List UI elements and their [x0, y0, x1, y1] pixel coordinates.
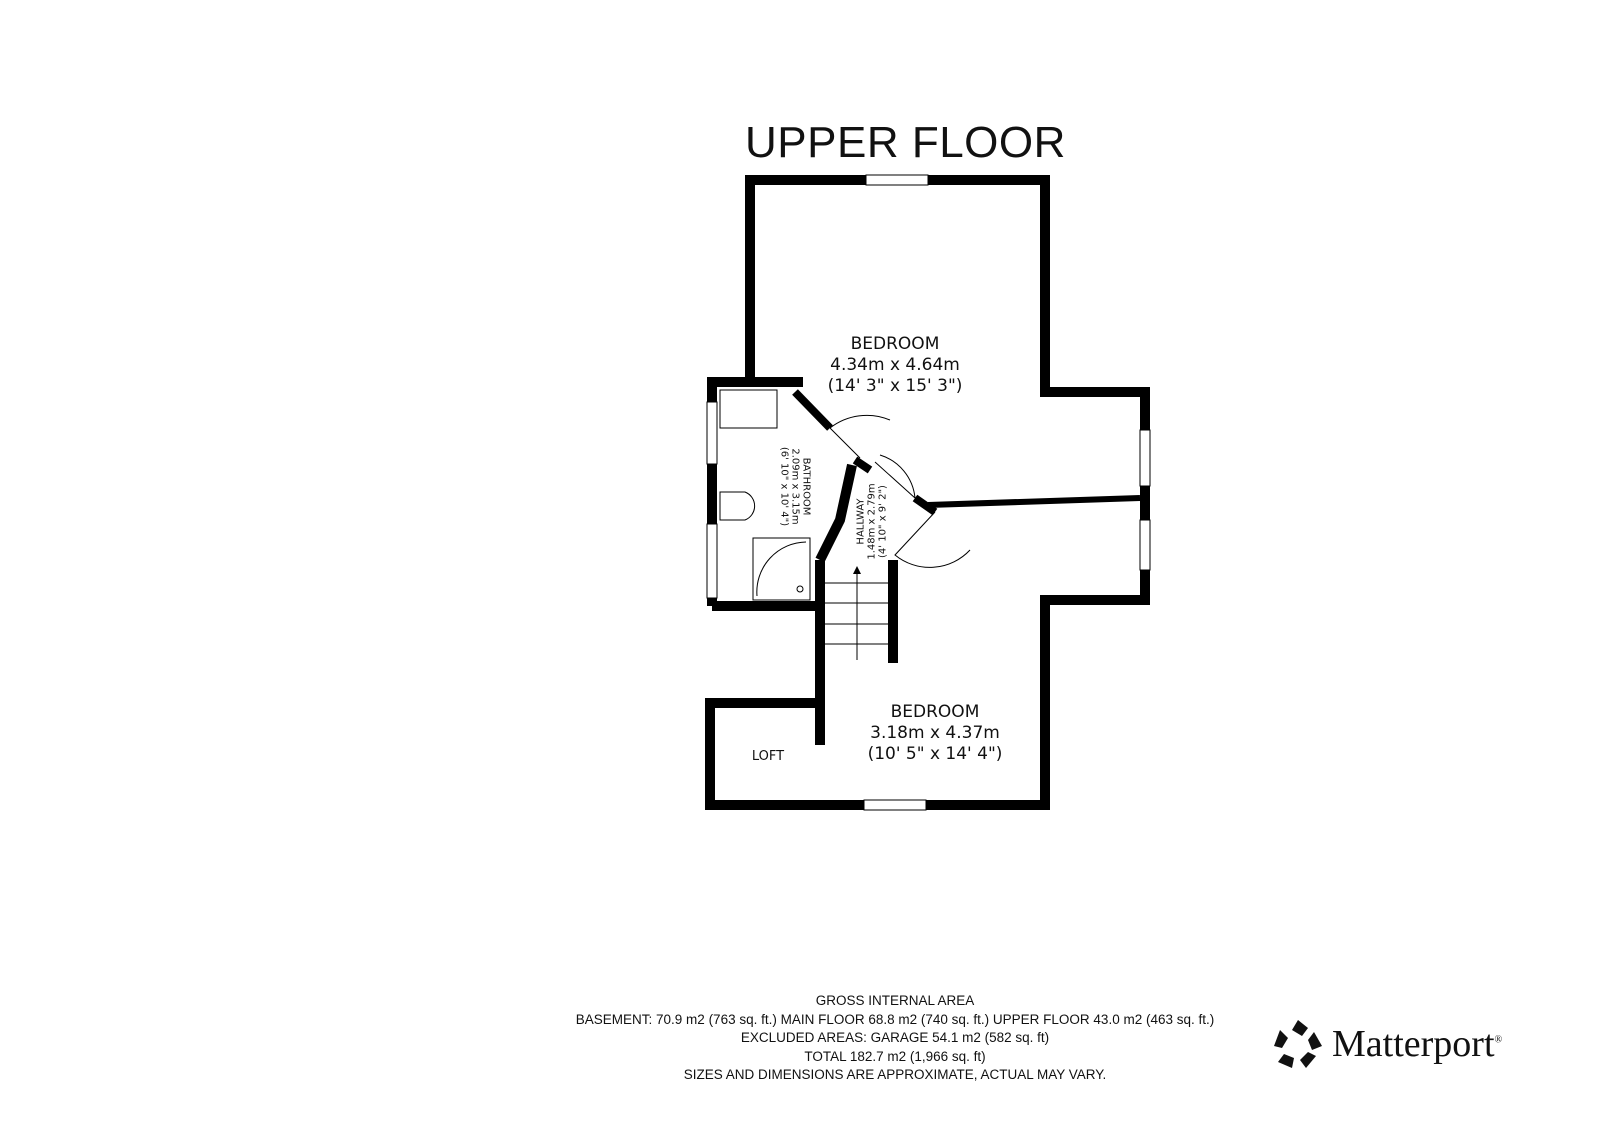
stair-arrow-icon: [853, 566, 861, 574]
room-name: HALLWAY: [855, 498, 867, 545]
matterport-wordmark: Matterport®: [1332, 1022, 1502, 1066]
matterport-mark-icon: [1274, 1020, 1322, 1068]
logo-text: Matterport: [1332, 1023, 1495, 1065]
area-heading: GROSS INTERNAL AREA: [815, 993, 975, 1008]
windows: [706, 174, 1151, 811]
area-summary: GROSS INTERNAL AREA BASEMENT: 70.9 m2 (7…: [560, 992, 1230, 1085]
room-metric: 3.18m x 4.37m: [870, 723, 1000, 743]
matterport-logo: Matterport®: [1272, 1018, 1502, 1070]
room-label-bedroom-1: BEDROOM 4.34m x 4.64m (14' 3" x 15' 3"): [820, 334, 970, 397]
room-metric: 1.48m x 2.79m: [866, 483, 878, 560]
floor-title: UPPER FLOOR: [745, 118, 1066, 167]
stairs: [823, 570, 890, 660]
area-total: TOTAL 182.7 m2 (1,966 sq. ft): [804, 1048, 986, 1064]
room-name: BEDROOM: [850, 334, 940, 354]
room-name: BEDROOM: [890, 702, 980, 722]
room-label-bedroom-2: BEDROOM 3.18m x 4.37m (10' 5" x 14' 4"): [855, 702, 1015, 765]
room-imperial: (4' 10" x 9' 2"): [877, 485, 889, 558]
area-floors: BASEMENT: 70.9 m2 (763 sq. ft.) MAIN FLO…: [575, 1011, 1215, 1027]
room-imperial: (10' 5" x 14' 4"): [867, 744, 1003, 764]
area-disclaimer: SIZES AND DIMENSIONS ARE APPROXIMATE, AC…: [683, 1067, 1107, 1082]
room-label-loft: LOFT: [751, 749, 785, 764]
room-name: BATHROOM: [800, 457, 812, 516]
room-metric: 4.34m x 4.64m: [830, 355, 960, 375]
registered-mark: ®: [1494, 1034, 1503, 1046]
room-metric: 2.09m x 3.15m: [789, 448, 801, 525]
room-label-hallway: HALLWAY 1.48m x 2.79m (4' 10" x 9' 2"): [856, 472, 889, 572]
room-imperial: (6' 10" x 10' 4"): [778, 446, 790, 527]
doors-fixtures: [719, 389, 971, 660]
room-label-bathroom: BATHROOM 2.09m x 3.15m (6' 10" x 10' 4"): [779, 437, 812, 537]
area-excluded: EXCLUDED AREAS: GARAGE 54.1 m2 (582 sq. …: [740, 1030, 1050, 1045]
diagonal-walls: [792, 389, 938, 516]
room-imperial: (14' 3" x 15' 3"): [827, 376, 963, 396]
